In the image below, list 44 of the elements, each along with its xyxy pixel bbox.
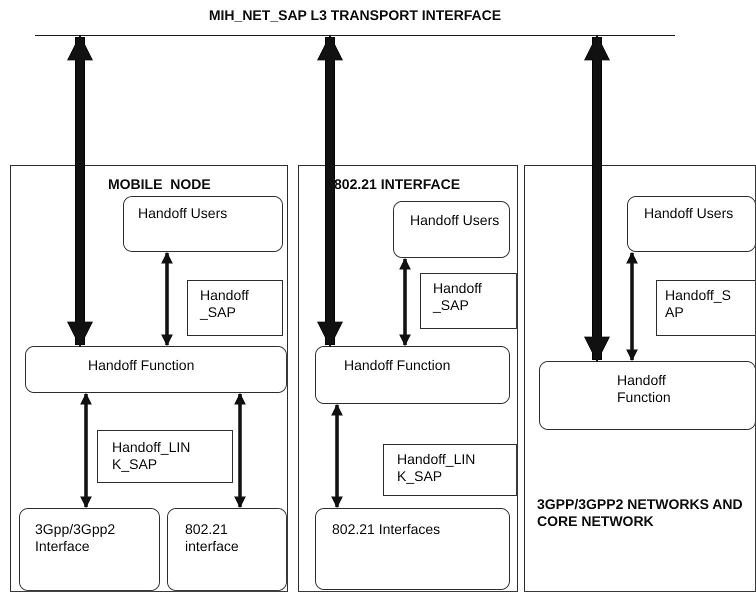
panel: [10, 165, 288, 592]
panel: [524, 165, 756, 592]
box-label: Handoff _SAP: [433, 280, 483, 314]
label-box: [383, 444, 517, 496]
rounded-box: [167, 508, 287, 591]
box-label: 802.21 interface: [185, 521, 240, 555]
box-label: 802.21 Interfaces: [332, 521, 442, 538]
box-label: Handoff Users: [410, 212, 500, 229]
double-arrow: [584, 34, 610, 363]
label-box: [187, 280, 283, 336]
label-box: [97, 430, 233, 483]
heading: MIH_NET_SAP L3 TRANSPORT INTERFACE: [208, 7, 502, 24]
rounded-box: [123, 196, 283, 252]
box-label: Handoff _SAP: [200, 287, 250, 321]
double-arrow: [399, 258, 411, 346]
double-arrow: [161, 252, 173, 346]
box-label: Handoff Users: [644, 205, 734, 222]
rounded-box: [315, 346, 510, 404]
heading: 802.21 INTERFACE: [334, 176, 462, 193]
double-arrow: [67, 34, 93, 348]
rounded-box: [393, 201, 510, 258]
rounded-box: [25, 346, 287, 393]
heading: 3GPP/3GPP2 NETWORKS AND CORE NETWORK: [537, 496, 744, 530]
label-box: [656, 280, 756, 336]
box-label: Handoff Function: [344, 357, 452, 374]
label-box: [420, 273, 517, 329]
double-arrow: [626, 252, 638, 362]
box-label: Handoff_LIN K_SAP: [397, 451, 476, 485]
rounded-box: [315, 508, 510, 590]
double-arrow: [80, 392, 92, 508]
box-label: Handoff_S AP: [665, 287, 732, 321]
rounded-box: [627, 196, 756, 252]
box-label: Handoff Function: [617, 372, 672, 406]
heading: MOBILE NODE: [108, 176, 212, 193]
box-label: Handoff Function: [88, 357, 196, 374]
box-label: Handoff Users: [138, 205, 228, 222]
double-arrow: [317, 34, 343, 348]
box-label: 3Gpp/3Gpp2 Interface: [35, 521, 116, 555]
rounded-box: [539, 361, 756, 430]
rounded-box: [19, 508, 160, 591]
box-label: Handoff_LIN K_SAP: [112, 439, 192, 473]
double-arrow: [331, 404, 343, 508]
double-arrow: [234, 392, 246, 508]
panel: [298, 165, 518, 592]
